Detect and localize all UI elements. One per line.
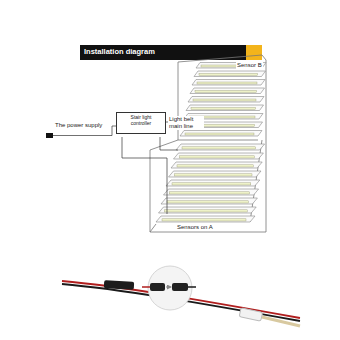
- title: Installation diagram: [84, 48, 155, 57]
- wires: [53, 122, 178, 214]
- node-text: Stair light controller: [120, 115, 162, 127]
- label: Sensors on A: [176, 224, 214, 231]
- controller-box: Stair light controller: [116, 112, 166, 134]
- power-plug: [46, 133, 53, 138]
- staircase: [150, 55, 266, 232]
- label: Light belt main line: [168, 116, 204, 130]
- cable-photo: [62, 266, 300, 326]
- label: The power supply: [54, 122, 103, 129]
- header-accent: [246, 45, 262, 60]
- stair-steps: [156, 63, 266, 223]
- label: Sensor B: [236, 62, 263, 69]
- header-bar: [80, 45, 262, 60]
